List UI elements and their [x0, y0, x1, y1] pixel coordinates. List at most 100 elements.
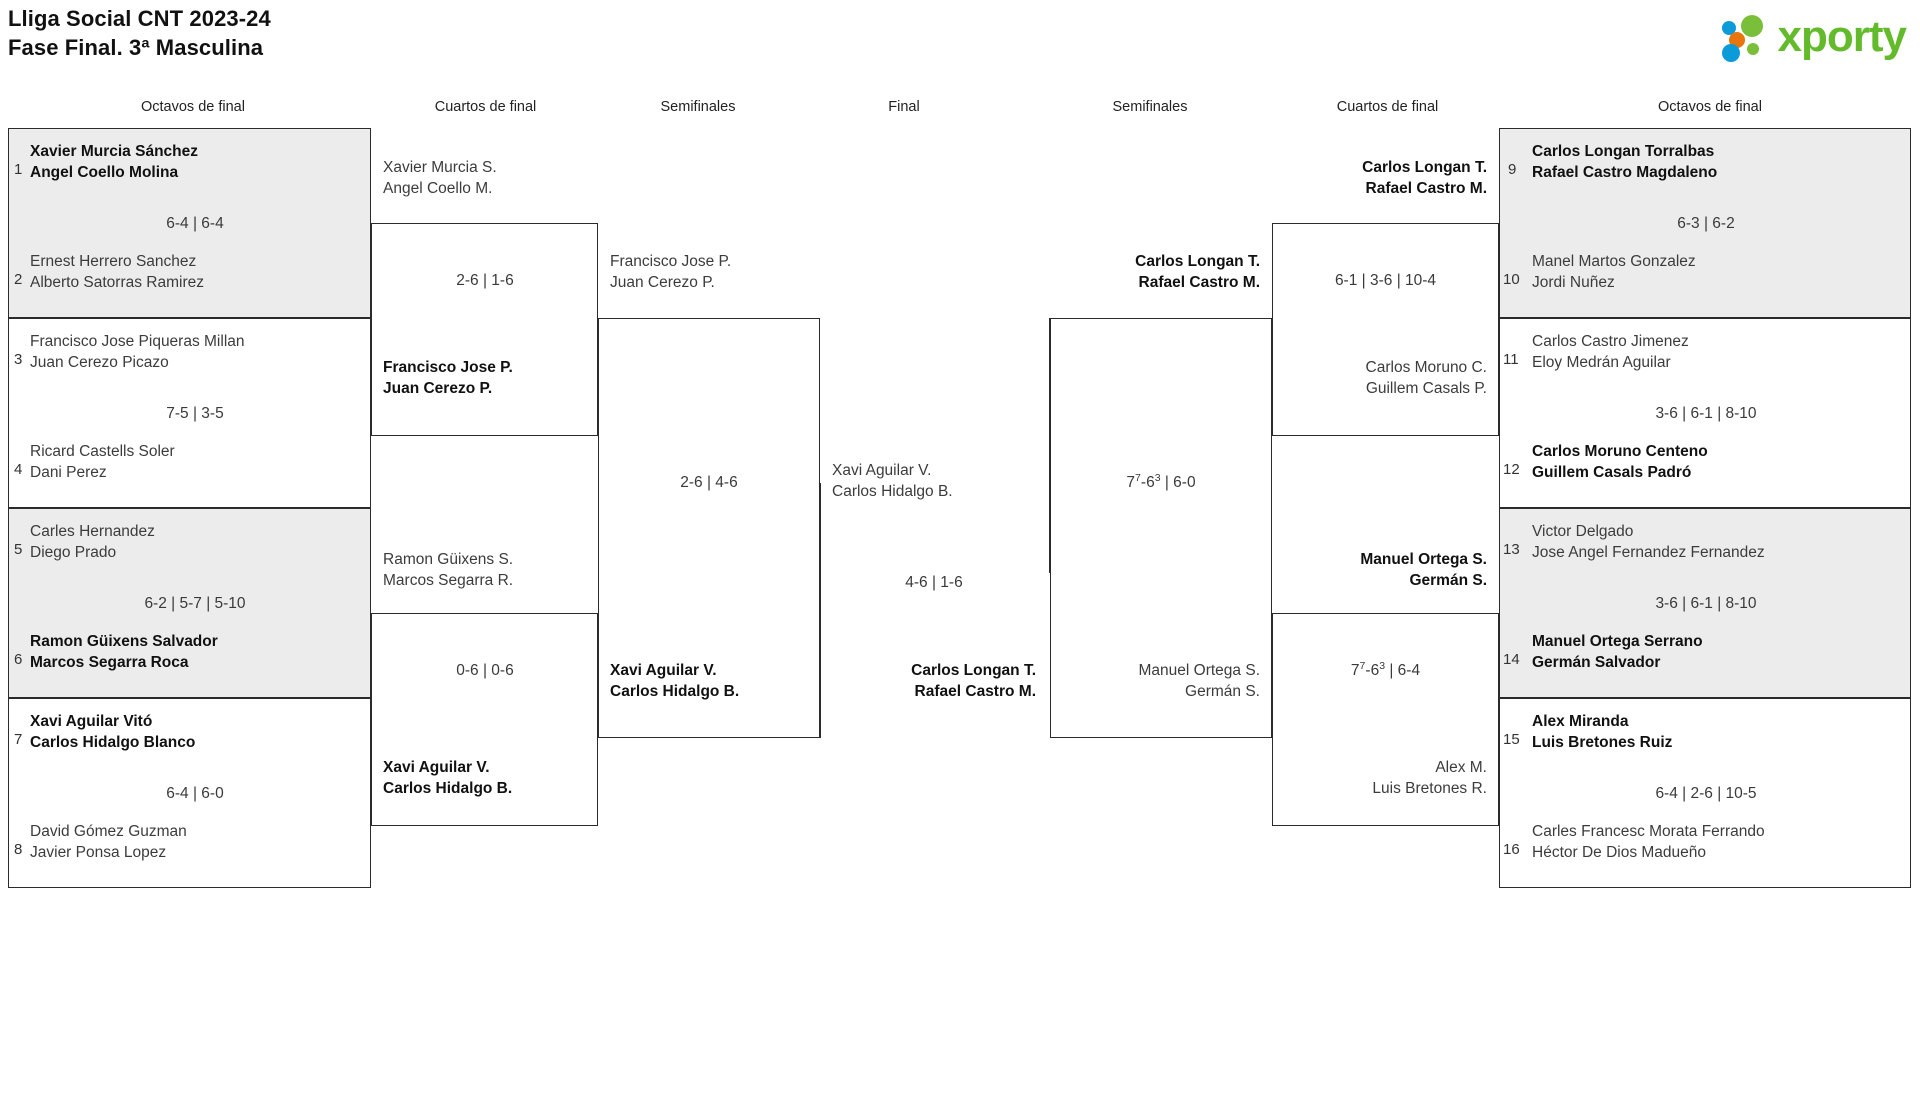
seed-number: 2	[14, 271, 23, 288]
seed-number: 7	[14, 731, 23, 748]
player-name: Juan Cerezo P.	[610, 274, 715, 291]
match-box-right-r16-1[interactable]	[1499, 128, 1911, 318]
match-box-left-r16-4[interactable]	[8, 698, 371, 888]
round-header-cuartos-right: Cuartos de final	[1336, 99, 1439, 115]
team-names: Carlos Moruno Centeno Guillem Casals Pad…	[1532, 441, 1708, 483]
player-name: Ricard Castells Soler	[30, 443, 175, 460]
player-name: Francisco Jose P.	[383, 359, 513, 376]
round-header-octavos-left: Octavos de final	[141, 99, 245, 115]
title-line-2: Fase Final. 3ª Masculina	[8, 35, 264, 60]
player-name: Francisco Jose P.	[610, 253, 732, 270]
match-box-right-r16-4[interactable]	[1499, 698, 1911, 888]
team-names: Alex M. Luis Bretones R.	[1284, 757, 1487, 799]
match-box-right-qf-1[interactable]	[1272, 223, 1499, 436]
score-set-a: 7	[1350, 662, 1360, 679]
match-box-left-r16-1[interactable]	[8, 128, 371, 318]
player-name: Carlos Hidalgo B.	[832, 483, 953, 500]
team-names: Xavier Murcia S. Angel Coello M.	[383, 157, 497, 199]
player-name: Carlos Hidalgo B.	[383, 780, 513, 797]
seed-number: 16	[1503, 841, 1520, 858]
seed-number: 12	[1503, 461, 1520, 478]
match-score: 2-6 | 1-6	[456, 272, 514, 289]
team-names: Carlos Castro Jimenez Eloy Medrán Aguila…	[1532, 331, 1689, 373]
player-name: Germán S.	[1185, 683, 1260, 700]
team-names: Manel Martos Gonzalez Jordi Nuñez	[1532, 251, 1696, 293]
match-box-left-r16-2[interactable]	[8, 318, 371, 508]
player-name: Angel Coello Molina	[30, 164, 179, 181]
team-names: Xavi Aguilar V. Carlos Hidalgo B.	[832, 460, 953, 502]
match-box-left-sf[interactable]	[598, 318, 820, 738]
player-name: Carlos Hidalgo B.	[610, 683, 740, 700]
match-score: 6-1 | 3-6 | 10-4	[1334, 272, 1437, 289]
player-name: Xavi Aguilar V.	[610, 662, 717, 679]
seed-number: 15	[1503, 731, 1520, 748]
player-name: Rafael Castro M.	[1365, 180, 1487, 197]
team-names: Carlos Longan T. Rafael Castro M.	[1284, 157, 1487, 199]
seed-number: 13	[1503, 541, 1520, 558]
match-score: 6-4 | 6-4	[166, 215, 224, 232]
match-box-right-sf[interactable]	[1050, 318, 1272, 738]
xporty-logo: xporty	[1721, 8, 1907, 66]
player-name: Xavier Murcia S.	[383, 159, 497, 176]
player-name: Xavi Aguilar V.	[383, 759, 490, 776]
player-name: Carlos Hidalgo Blanco	[30, 734, 196, 751]
player-name: Rafael Castro M.	[914, 683, 1036, 700]
team-names: Ricard Castells Soler Dani Perez	[30, 441, 175, 483]
team-names: Francisco Jose P. Juan Cerezo P.	[610, 251, 731, 293]
score-rest: | 6-0	[1160, 474, 1196, 491]
match-box-right-qf-2[interactable]	[1272, 613, 1499, 826]
team-names: Ernest Herrero Sanchez Alberto Satorras …	[30, 251, 204, 293]
player-name: Manuel Ortega S.	[1360, 551, 1487, 568]
match-box-right-r16-2[interactable]	[1499, 318, 1911, 508]
match-box-left-qf-1[interactable]	[371, 223, 598, 436]
seed-number: 10	[1503, 271, 1520, 288]
match-score: 0-6 | 0-6	[456, 662, 514, 679]
match-score: 2-6 | 4-6	[680, 474, 738, 491]
team-names: Carlos Longan Torralbas Rafael Castro Ma…	[1532, 141, 1717, 183]
player-name: Carlos Castro Jimenez	[1532, 333, 1689, 350]
match-score: 77-63 | 6-4	[1350, 659, 1421, 679]
logo-wordmark: xporty	[1777, 12, 1907, 61]
player-name: Jose Angel Fernandez Fernandez	[1532, 544, 1765, 561]
seed-number: 14	[1503, 651, 1520, 668]
player-name: Juan Cerezo P.	[383, 380, 493, 397]
round-header-cuartos-left: Cuartos de final	[434, 99, 537, 115]
match-score: 6-4 | 2-6 | 10-5	[1655, 785, 1757, 802]
player-name: Javier Ponsa Lopez	[30, 844, 167, 861]
player-name: Manuel Ortega S.	[1138, 662, 1260, 679]
score-set-a: 7	[1126, 474, 1136, 491]
player-name: Alberto Satorras Ramirez	[30, 274, 205, 291]
team-names: Manuel Ortega S. Germán S.	[1284, 549, 1487, 591]
match-box-left-r16-3[interactable]	[8, 508, 371, 698]
match-score: 6-3 | 6-2	[1677, 215, 1735, 232]
seed-number: 6	[14, 651, 23, 668]
player-name: Dani Perez	[30, 464, 107, 481]
page-title: Lliga Social CNT 2023-24 Fase Final. 3ª …	[8, 4, 271, 62]
round-header-final: Final	[888, 99, 920, 115]
player-name: Guillem Casals Padró	[1532, 464, 1692, 481]
player-name: Carlos Moruno Centeno	[1532, 443, 1708, 460]
team-names: Carles Francesc Morata Ferrando Héctor D…	[1532, 821, 1765, 863]
team-names: Carles Hernandez Diego Prado	[30, 521, 155, 563]
player-name: Ramon Güixens Salvador	[30, 633, 218, 650]
player-name: Germán S.	[1409, 572, 1487, 589]
player-name: Jordi Nuñez	[1532, 274, 1615, 291]
team-names: Xavi Aguilar V. Carlos Hidalgo B.	[383, 757, 512, 799]
player-name: Angel Coello M.	[383, 180, 493, 197]
seed-number: 11	[1503, 351, 1519, 368]
player-name: Marcos Segarra Roca	[30, 654, 189, 671]
player-name: Ernest Herrero Sanchez	[30, 253, 197, 270]
match-box-right-r16-3[interactable]	[1499, 508, 1911, 698]
team-names: David Gómez Guzman Javier Ponsa Lopez	[30, 821, 187, 863]
logo-dots-icon	[1721, 11, 1778, 63]
team-names: Alex Miranda Luis Bretones Ruiz	[1532, 711, 1672, 753]
match-score: 6-2 | 5-7 | 5-10	[144, 595, 246, 612]
team-names: Carlos Longan T. Rafael Castro M.	[1062, 251, 1260, 293]
score-set-b: 6	[1146, 474, 1155, 491]
player-name: David Gómez Guzman	[30, 823, 187, 840]
player-name: Rafael Castro M.	[1138, 274, 1260, 291]
player-name: Xavi Aguilar Vitó	[30, 713, 153, 730]
score-rest: | 6-4	[1385, 662, 1421, 679]
score-tiebreak-b: 3	[1379, 659, 1386, 672]
match-box-left-qf-2[interactable]	[371, 613, 598, 826]
